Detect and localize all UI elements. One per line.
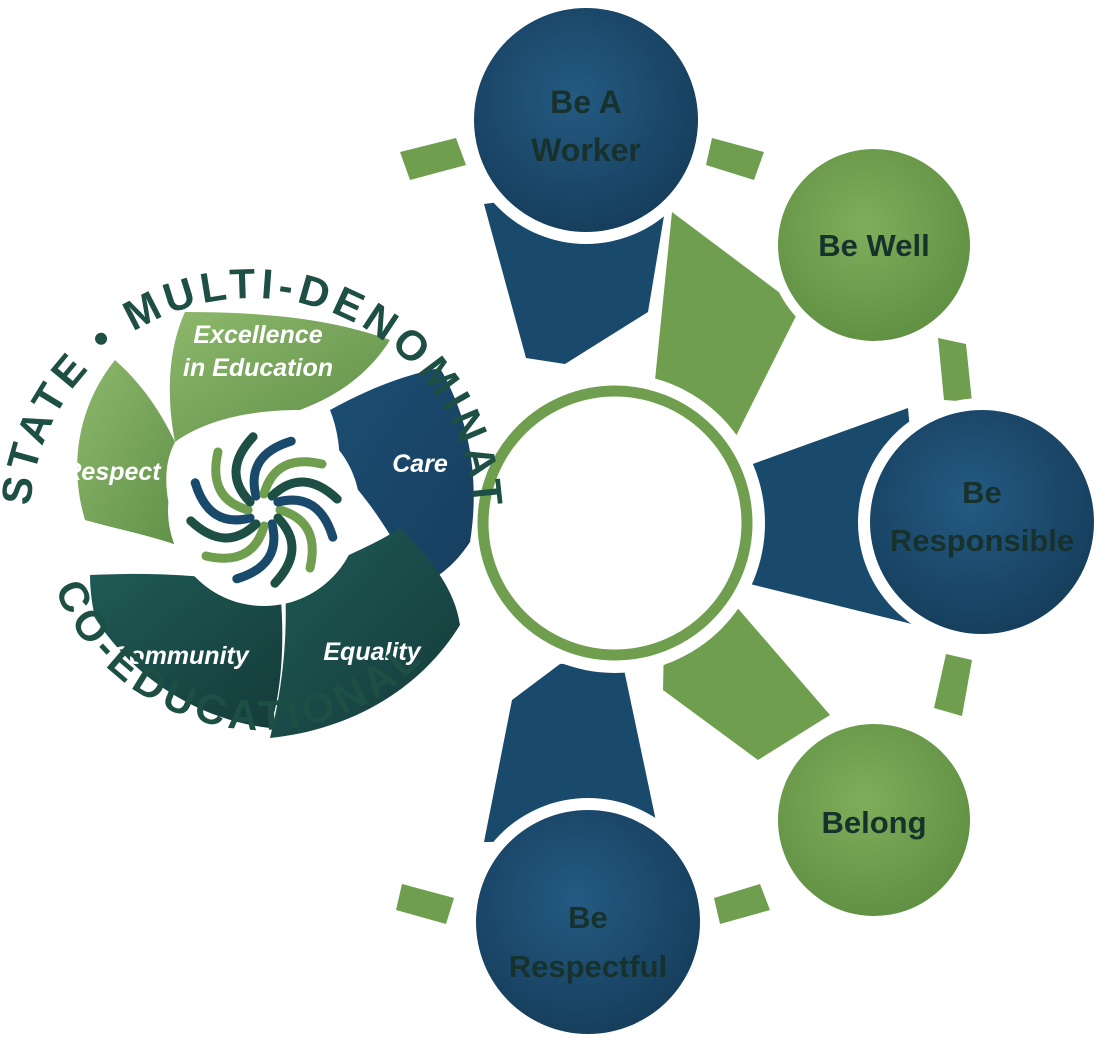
value-label-care: Care [392, 450, 448, 478]
separator-bar [396, 884, 454, 924]
swirl-arm [231, 432, 258, 507]
separator-bar [938, 338, 972, 402]
value-label-respect: Respect [63, 458, 162, 486]
node-label-line1: Be [568, 900, 608, 935]
cycle-diagram: Be A Worker Be Well Be Responsible Belon… [396, 0, 1096, 1043]
separator-bar [714, 884, 770, 924]
node-be-responsible: Be Responsible [858, 398, 1096, 646]
swirl-arm [259, 457, 327, 499]
node-label: Be Well [818, 228, 929, 263]
swirl-arm [186, 516, 261, 543]
node-belong: Belong [768, 714, 980, 926]
petal-excellence [169, 312, 390, 442]
value-label-community: Community [111, 642, 250, 670]
petal-respect [77, 360, 185, 548]
swirl-arm [201, 521, 269, 563]
node-be-well: Be Well [768, 139, 980, 351]
swirl-arm [273, 495, 338, 542]
node-label-line2: Responsible [890, 523, 1074, 558]
swirl-icon [186, 432, 342, 588]
swirl-arm [232, 519, 279, 584]
value-label-equality: Equality [323, 638, 421, 666]
swirl-arm [190, 478, 255, 525]
swirl-arm [211, 447, 253, 515]
petal-care [330, 368, 474, 588]
connector-respectful [484, 660, 660, 842]
node-label: Belong [821, 805, 926, 840]
separator-bar [400, 138, 466, 180]
swirl-arm [275, 505, 317, 573]
node-label-line1: Be A [550, 84, 622, 120]
center-ring-outline [477, 385, 753, 661]
petal-community [90, 573, 283, 728]
node-label-line2: Worker [531, 132, 641, 168]
swirl-arm [267, 477, 342, 504]
node-label-line1: Be [962, 475, 1002, 510]
separator-bar [934, 654, 972, 716]
node-be-a-worker: Be A Worker [462, 0, 710, 244]
value-label-excellence-line2: in Education [183, 354, 333, 382]
node-be-respectful: Be Respectful [464, 798, 712, 1043]
value-label-excellence-line1: Excellence [193, 321, 322, 349]
separator-bar [706, 138, 764, 180]
logo-inner-disc [168, 414, 360, 606]
school-logo: Excellence in Education Respect Care Com… [0, 0, 507, 739]
node-label-line2: Respectful [509, 949, 667, 984]
center-ring [465, 373, 765, 673]
swirl-arm [270, 513, 297, 588]
swirl-arm [249, 436, 296, 501]
